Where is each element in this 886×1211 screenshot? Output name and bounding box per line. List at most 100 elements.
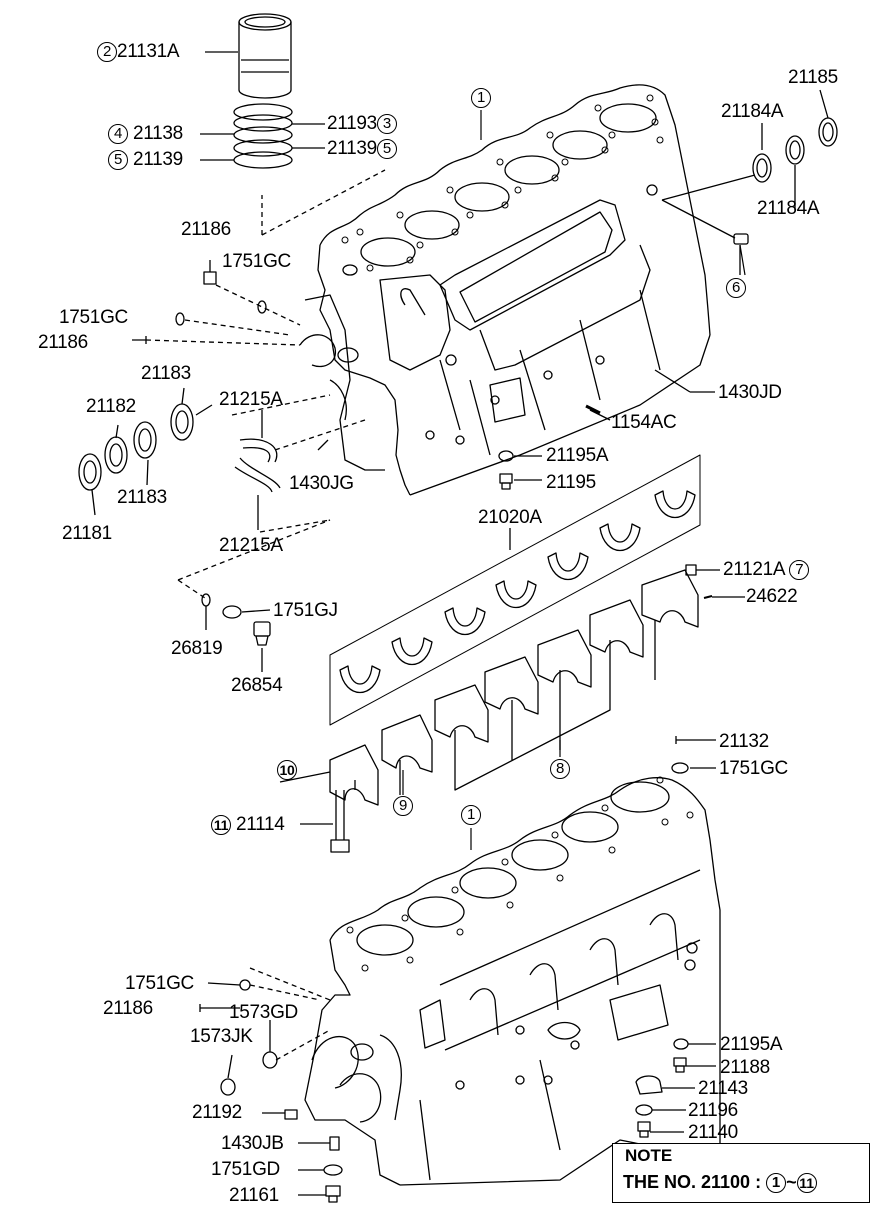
- part-21188-label: 21188: [720, 1057, 770, 1078]
- part-21183-b-label: 21183: [117, 487, 167, 508]
- pin-21192: [284, 1109, 298, 1120]
- callout-7: 7: [789, 560, 810, 580]
- part-21196-label: 21196: [688, 1100, 738, 1121]
- plug-26854: [253, 621, 271, 646]
- note-range-end: 11: [796, 1173, 817, 1193]
- bolt-21114: [330, 790, 350, 853]
- callout-3: 3: [376, 114, 397, 134]
- callout-1-bottom: 1: [461, 805, 481, 825]
- callout-10: 10: [277, 760, 297, 780]
- part-1430JB-label: 1430JB: [221, 1133, 284, 1154]
- plug-21161: [325, 1185, 341, 1203]
- note-box: NOTE THE NO. 21100 : 1~11: [612, 1143, 870, 1203]
- callout-6-wrap: 6: [726, 278, 746, 298]
- plug-21140: [637, 1121, 651, 1138]
- callout-5-left-label: 5 21139: [108, 150, 183, 170]
- dowel-bolt-1154AC: [585, 404, 601, 415]
- part-21184A-top-label: 21184A: [721, 101, 784, 122]
- part-21131A: 21131A: [117, 41, 180, 63]
- note-body: THE NO. 21100 : 1~11: [623, 1172, 817, 1194]
- part-21195-label: 21195: [546, 472, 596, 493]
- callout-6: 6: [726, 278, 746, 298]
- callout-8: 8: [550, 759, 570, 779]
- bracket-lines-caps: [354, 620, 656, 795]
- bolt-21132: [675, 736, 690, 744]
- part-1751GC-b-label: 1751GC: [59, 307, 128, 328]
- dashed-upper-left: [145, 284, 301, 346]
- note-range-start: 1: [766, 1173, 787, 1194]
- washer-21195A-upper: [498, 450, 514, 462]
- leader-lines-plug: [205, 606, 271, 672]
- pin-24622: [703, 595, 713, 599]
- main-bearing-shells: [329, 454, 701, 726]
- part-21182-label: 21182: [86, 396, 136, 417]
- part-21215A-a-label: 21215A: [219, 389, 283, 410]
- callout-11-label: 11 21114: [211, 815, 285, 835]
- dashed-lower-left: [249, 967, 331, 1061]
- dashed-left-mid: [231, 394, 366, 533]
- bolt-21188: [673, 1057, 687, 1073]
- part-21186-c-label: 21186: [103, 998, 153, 1019]
- part-1573GD-label: 1573GD: [229, 1002, 298, 1023]
- callout-10-wrap: 10: [277, 760, 297, 780]
- part-21121A: 21121A: [723, 559, 785, 581]
- leader-lines-21132: [690, 739, 716, 769]
- bolt-21195: [499, 473, 513, 490]
- part-21185-label: 21185: [788, 67, 838, 88]
- note-text: THE NO. 21100 :: [623, 1172, 762, 1192]
- part-21215A-b-label: 21215A: [219, 535, 283, 556]
- leader-lines-top: [200, 51, 325, 161]
- part-21186-a-label: 21186: [181, 219, 231, 240]
- part-21181-label: 21181: [62, 523, 112, 544]
- part-21020A-label: 21020A: [478, 507, 542, 528]
- part-1573JK-label: 1573JK: [190, 1026, 253, 1047]
- callout-2: 2: [97, 42, 117, 62]
- part-21138: 21138: [132, 123, 183, 145]
- seal-1751GC-mid: [671, 762, 689, 774]
- leader-lines-right-mid: [696, 569, 745, 598]
- part-21193: 21193: [327, 113, 377, 135]
- part-24622-label: 24622: [746, 586, 798, 607]
- part-26854-label: 26854: [231, 675, 283, 696]
- crank-bearing-parts: [78, 403, 194, 491]
- part-21161-label: 21161: [229, 1185, 279, 1206]
- leader-lines-lower-right: [650, 1043, 716, 1133]
- part-1154AC-label: 1154AC: [611, 412, 677, 433]
- part-21195A-b-label: 21195A: [720, 1034, 783, 1055]
- seal-1751GJ: [222, 605, 242, 619]
- part-21195A-a-label: 21195A: [546, 445, 609, 466]
- bolt-21186-lower: [199, 1004, 214, 1012]
- part-1751GD-label: 1751GD: [211, 1159, 280, 1180]
- callout-5-left: 5: [108, 150, 128, 170]
- leader-lines-21195: [514, 455, 542, 481]
- cylinder-liner: [238, 13, 292, 99]
- callout-1-top-wrap: 1: [471, 88, 491, 108]
- part-1751GJ-label: 1751GJ: [273, 600, 338, 621]
- bolt-21186-upper: [203, 260, 217, 285]
- callout-4-label: 4 21138: [108, 124, 183, 144]
- part-1430JD-label: 1430JD: [718, 382, 782, 403]
- part-21139-left: 21139: [132, 149, 183, 171]
- part-21114: 21114: [235, 814, 285, 835]
- pipe-21143: [635, 1075, 663, 1095]
- note-title: NOTE: [621, 1146, 677, 1166]
- plug-1573JK: [220, 1078, 236, 1096]
- note-range-sep: ~: [786, 1172, 797, 1192]
- part-1751GC-c-label: 1751GC: [719, 758, 788, 779]
- part-21140-label: 21140: [688, 1122, 738, 1143]
- leader-lines-right: [589, 89, 829, 421]
- dowel-pin-6: [733, 233, 749, 245]
- seal-1751GC-left: [175, 312, 185, 326]
- part-21184A-bottom-label: 21184A: [757, 198, 820, 219]
- seal-1751GC-upper: [257, 300, 267, 314]
- callout-5-right: 5: [376, 139, 397, 159]
- part-1430JG-label: 1430JG: [289, 473, 354, 494]
- dashed-caps: [177, 519, 331, 599]
- callout-1-bottom-wrap: 1: [461, 805, 481, 825]
- callout-9-wrap: 9: [393, 796, 413, 816]
- callout-4: 4: [108, 124, 128, 144]
- part-21186-b-label: 21186: [38, 332, 88, 353]
- thrust-washers: [234, 438, 281, 493]
